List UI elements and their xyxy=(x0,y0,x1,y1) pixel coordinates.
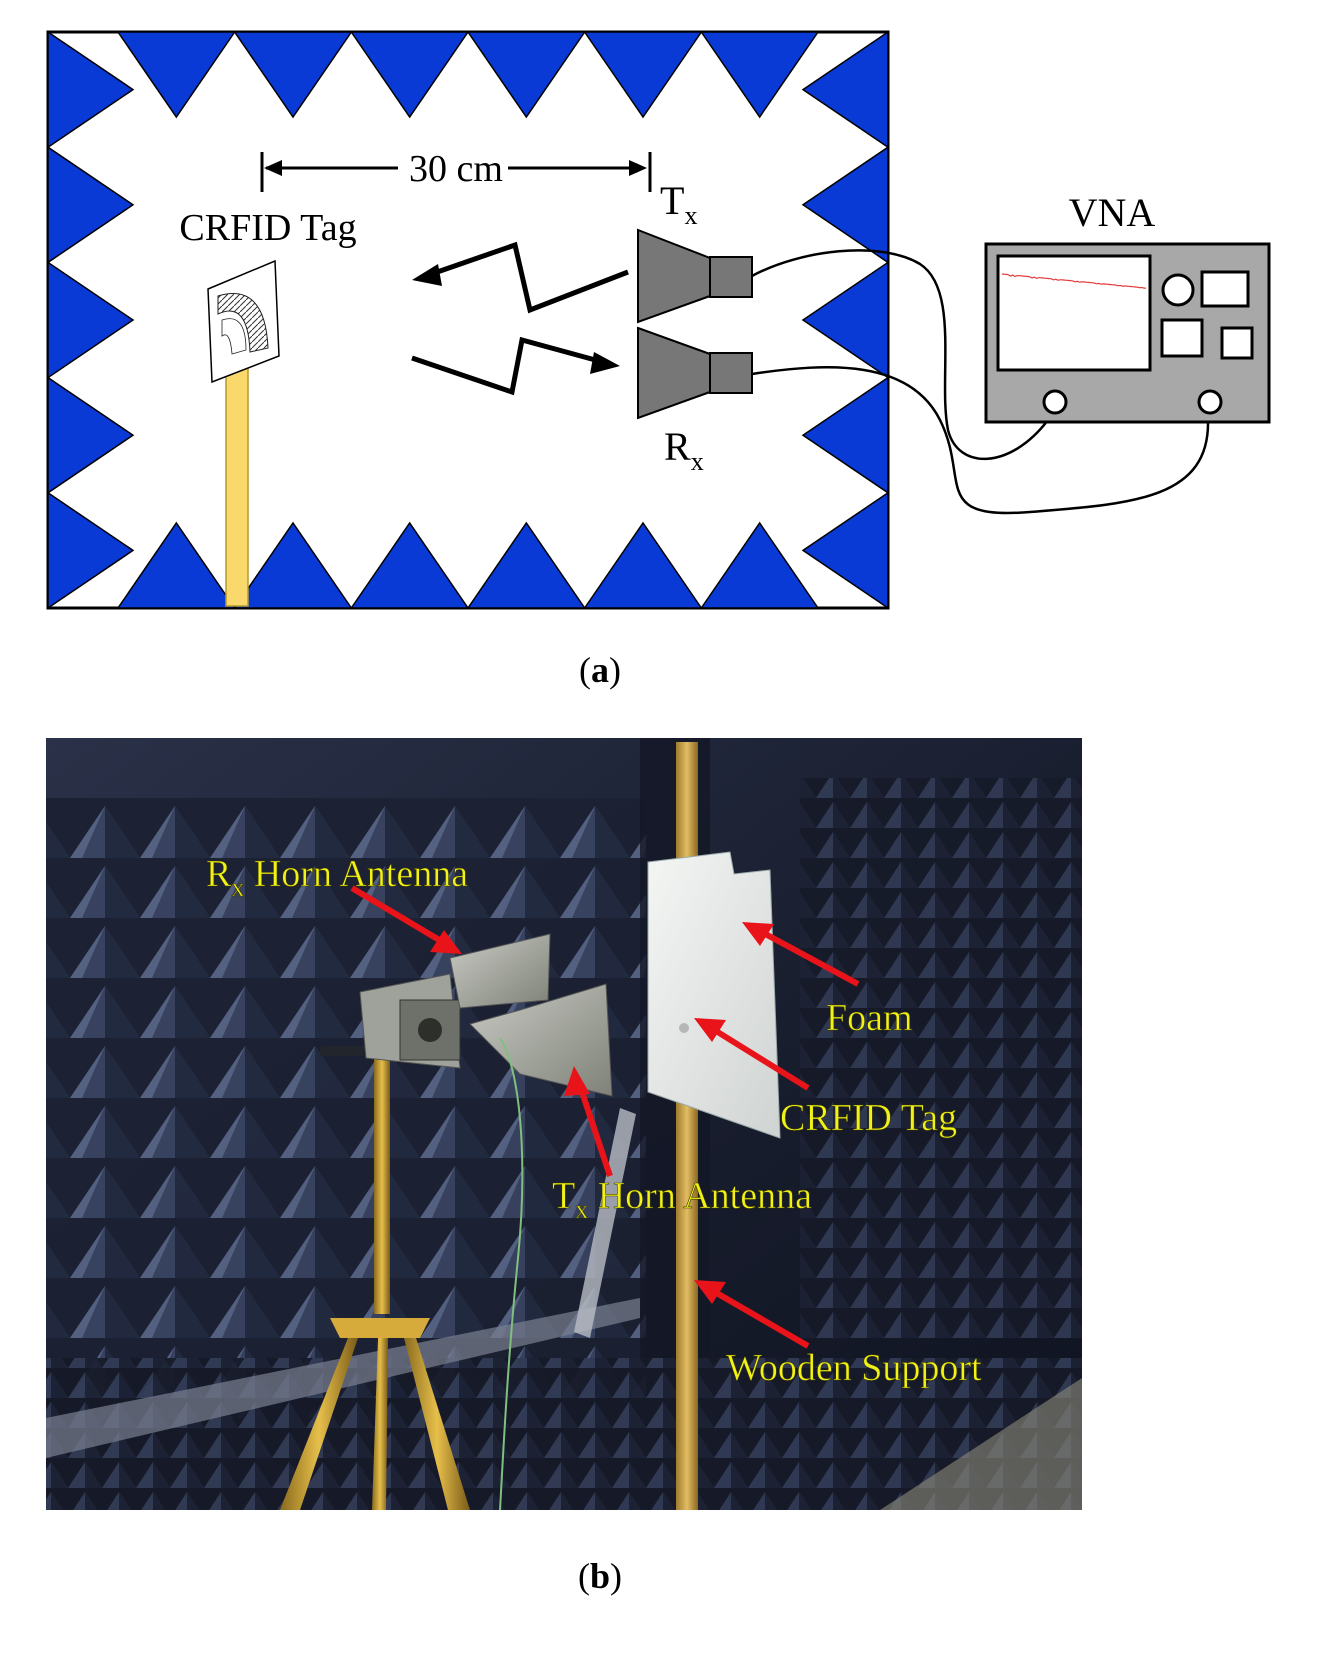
distance-dimension xyxy=(260,152,652,192)
vna-port-2 xyxy=(1197,389,1223,415)
rx-cable xyxy=(751,366,1210,515)
absorber-right-4 xyxy=(801,491,889,610)
absorber-top-0 xyxy=(116,31,237,119)
rx-horn-label-rest: Horn Antenna xyxy=(244,853,468,895)
tx-label-sub: x xyxy=(684,201,697,230)
absorber-bottom-5 xyxy=(699,521,820,609)
vna-screen xyxy=(996,254,1152,372)
crfid-tag-photo-label: CRFID Tag xyxy=(780,1097,957,1139)
absorber-right-1 xyxy=(801,145,889,264)
absorber-bottom-4 xyxy=(583,521,703,609)
foam-board xyxy=(647,851,781,1139)
arrow-wooden-support-head xyxy=(694,1280,726,1304)
arrow-foam xyxy=(756,927,860,987)
rx-label: Rx xyxy=(664,424,704,476)
arrow-foam-head xyxy=(742,922,774,946)
vna-label: VNA xyxy=(1069,190,1156,235)
arrow-rx-horn-head xyxy=(430,930,462,954)
arrow-wooden-support xyxy=(706,1285,810,1349)
antenna-mount xyxy=(359,973,461,1069)
absorber-top-4 xyxy=(583,31,703,119)
rx-horn-label: Rx Horn Antenna xyxy=(206,853,468,902)
tx-label: Tx xyxy=(660,178,697,230)
arrow-tx-horn xyxy=(575,1079,613,1177)
absorber-top-1 xyxy=(233,31,353,119)
caption-a-open-2: ( xyxy=(579,650,591,690)
tx-horn-label-main: T xyxy=(552,1175,575,1217)
crfid-tag-label: CRFID Tag xyxy=(179,207,356,249)
vna-instrument xyxy=(984,242,1271,424)
caption-a-close-2: ) xyxy=(609,650,621,690)
absorber-left-4 xyxy=(47,491,135,610)
absorber-right-0 xyxy=(801,30,889,149)
caption-b-open: ( xyxy=(578,1556,590,1596)
absorber-top-5 xyxy=(699,31,820,119)
panel-a-diagram: 30 cm CRFID Tag Tx Rx VNA xyxy=(46,30,1271,610)
arrow-rx-horn xyxy=(350,885,448,947)
panel-b-photo: Rx Horn Antenna Tx Horn Antenna Foam CRF… xyxy=(46,738,1082,1596)
tx-label-main: T xyxy=(660,178,684,223)
vna-button-small xyxy=(1220,326,1254,360)
backscatter-signal-arrow xyxy=(411,336,620,396)
tx-horn-label-sub: x xyxy=(575,1195,588,1224)
absorber-left-2 xyxy=(47,260,135,380)
absorber-right-3 xyxy=(801,376,889,495)
caption-a-letter-2: a xyxy=(591,650,609,690)
rx-horn-photo xyxy=(449,933,551,1009)
absorber-top-2 xyxy=(349,31,470,119)
foam-label: Foam xyxy=(826,997,913,1039)
transmit-signal-arrow xyxy=(412,241,629,314)
crfid-tag-photo xyxy=(679,1023,689,1033)
green-cable xyxy=(499,1037,524,1511)
absorber-bottom-0 xyxy=(116,521,237,609)
arrow-crfid-tag-head xyxy=(694,1018,726,1042)
rx-horn-antenna xyxy=(637,326,753,420)
distance-label: 30 cm xyxy=(409,148,503,190)
anechoic-chamber-frame xyxy=(46,30,890,610)
arrow-crfid-tag xyxy=(706,1023,810,1091)
tripod xyxy=(280,1046,470,1510)
absorber-wall-left xyxy=(46,798,646,1418)
absorber-top-3 xyxy=(466,31,587,119)
vna-display-box xyxy=(1200,270,1250,308)
absorber-bottom-1 xyxy=(233,521,353,609)
absorber-wall-right xyxy=(800,778,1082,1338)
rx-horn-label-sub: x xyxy=(231,873,244,902)
panel-b-caption: (b) xyxy=(578,1556,622,1596)
crfid-tag-illustration xyxy=(207,259,280,384)
absorber-left-0 xyxy=(47,30,135,149)
vna-trace xyxy=(1001,273,1146,289)
absorber-bottom-3 xyxy=(466,521,587,609)
vna-knob xyxy=(1161,273,1195,307)
rx-label-sub: x xyxy=(691,447,704,476)
vna-button-large xyxy=(1160,318,1204,358)
wooden-support-label: Wooden Support xyxy=(726,1347,982,1389)
rx-horn-label-main: R xyxy=(206,853,232,895)
arrow-tx-horn-head xyxy=(564,1066,590,1096)
tx-horn-antenna xyxy=(637,228,753,324)
tag-wooden-stand xyxy=(225,367,249,607)
absorber-cones xyxy=(47,30,889,610)
absorber-right-2 xyxy=(801,260,889,380)
tx-horn-label-rest: Horn Antenna xyxy=(588,1175,812,1217)
annotation-arrows xyxy=(350,885,860,1349)
absorber-left-1 xyxy=(47,145,135,264)
vna-port-1 xyxy=(1042,389,1068,415)
panel-a-caption-area: (a) xyxy=(579,650,621,690)
floor-panel xyxy=(880,1378,1082,1510)
tx-horn-label: Tx Horn Antenna xyxy=(552,1175,812,1224)
panel-a-caption-text: (a) xyxy=(579,650,621,690)
caption-b-close: ) xyxy=(610,1556,622,1596)
caption-b-letter: b xyxy=(590,1556,610,1596)
tx-cable xyxy=(751,249,1049,461)
probe-tube xyxy=(574,1108,636,1338)
absorber-bottom-2 xyxy=(349,521,470,609)
absorber-left-3 xyxy=(47,376,135,495)
rx-label-main: R xyxy=(664,424,691,469)
